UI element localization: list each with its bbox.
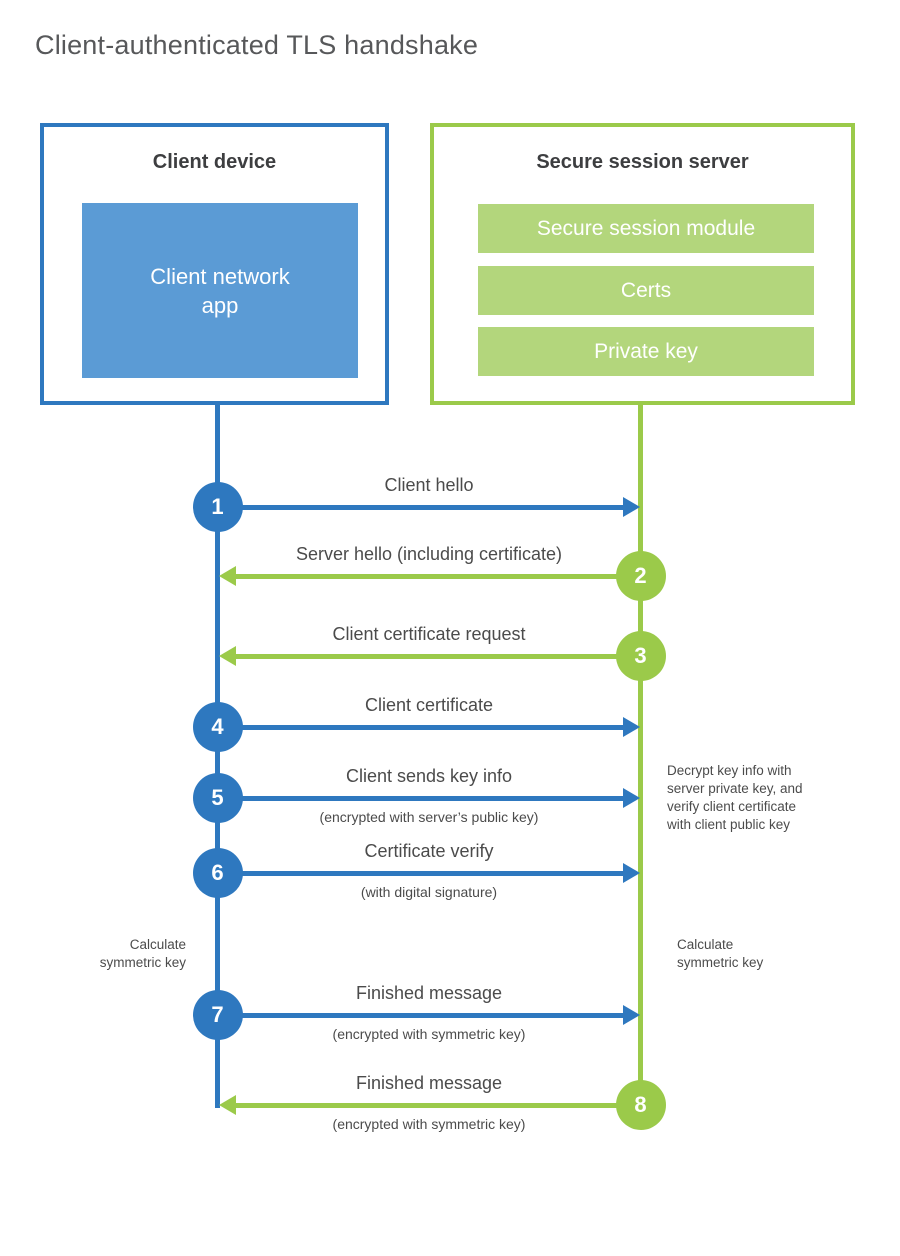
step-6-arrowhead <box>623 863 640 883</box>
step-4-circle: 4 <box>192 702 243 752</box>
step-5-arrowhead <box>623 788 640 808</box>
step-3-circle: 3 <box>615 631 666 681</box>
step-1-arrowhead <box>623 497 640 517</box>
step-1-arrow <box>217 504 623 510</box>
step-6-circle: 6 <box>192 848 243 898</box>
step-8-arrow <box>236 1102 641 1108</box>
calculate-symmetric-key-note-server: Calculate symmetric key <box>677 937 764 970</box>
secure-session-server-box: Secure session server Secure session mod… <box>430 123 855 405</box>
step-2-arrow <box>236 573 641 579</box>
step-7-arrowhead <box>623 1005 640 1025</box>
server-module-certs: Certs <box>478 266 814 315</box>
step-1-circle: 1 <box>192 482 243 532</box>
step-6-sublabel: (with digital signature) <box>360 884 498 900</box>
step-3-arrow <box>236 653 641 659</box>
step-5-circle: 5 <box>192 773 243 823</box>
step-6-label: Certificate verify <box>364 841 494 861</box>
client-lifeline <box>215 403 220 1108</box>
secure-session-server-title: Secure session server <box>536 151 749 173</box>
step-4-arrow <box>217 724 623 730</box>
client-device-title: Client device <box>152 151 277 173</box>
step-8-label: Finished message <box>355 1073 503 1093</box>
step-8-arrowhead <box>219 1095 236 1115</box>
step-2-circle: 2 <box>615 551 666 601</box>
step-5-label: Client sends key info <box>345 766 513 786</box>
server-module-private-key: Private key <box>478 327 814 376</box>
step-6-arrow <box>217 870 623 876</box>
step-7-label: Finished message <box>355 983 503 1003</box>
server-lifeline <box>638 403 643 1105</box>
step-2-label: Server hello (including certificate) <box>295 544 563 564</box>
client-device-box: Client device Client network app <box>40 123 389 405</box>
step-5-arrow <box>217 795 623 801</box>
server-module-secure-session: Secure session module <box>478 204 814 253</box>
step-1-label: Client hello <box>384 475 474 495</box>
step-4-arrowhead <box>623 717 640 737</box>
calculate-symmetric-key-note-client: Calculate symmetric key <box>99 937 186 970</box>
step-8-sublabel: (encrypted with symmetric key) <box>332 1116 526 1132</box>
client-network-app-box: Client network app <box>82 203 358 378</box>
page-title: Client-authenticated TLS handshake <box>35 30 479 60</box>
decrypt-note: Decrypt key info with server private key… <box>667 763 803 832</box>
step-2-arrowhead <box>219 566 236 586</box>
step-7-sublabel: (encrypted with symmetric key) <box>332 1026 526 1042</box>
step-5-sublabel: (encrypted with server’s public key) <box>319 809 539 825</box>
step-4-label: Client certificate <box>364 695 494 715</box>
step-3-arrowhead <box>219 646 236 666</box>
step-3-label: Client certificate request <box>332 624 526 644</box>
step-7-circle: 7 <box>192 990 243 1040</box>
step-8-circle: 8 <box>615 1080 666 1130</box>
step-7-arrow <box>217 1012 623 1018</box>
